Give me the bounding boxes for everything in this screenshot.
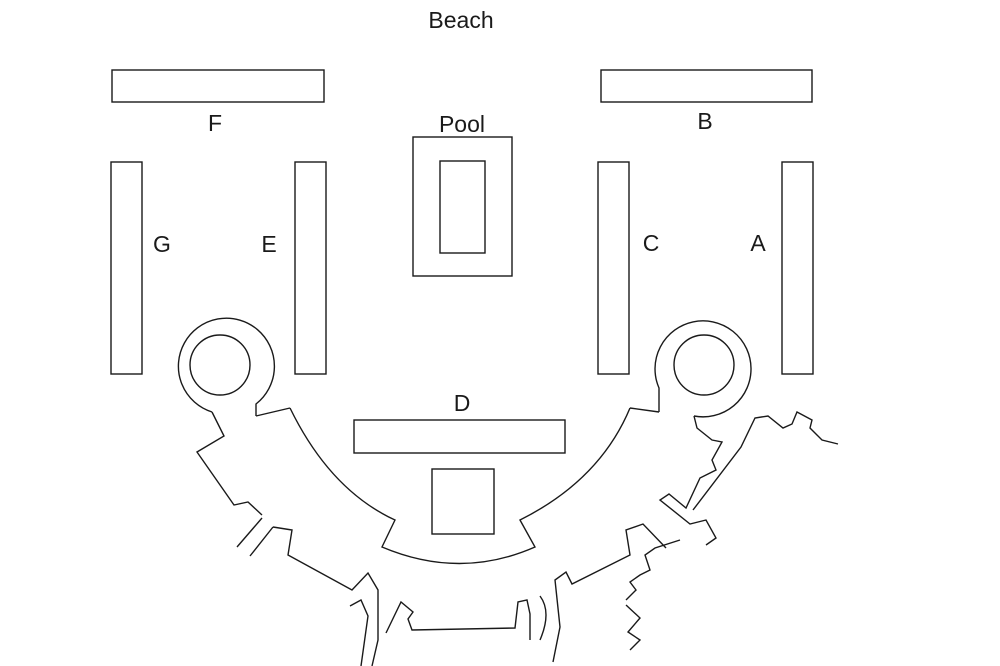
left-tower: [177, 317, 276, 416]
building-d-label: D: [454, 390, 471, 416]
building-c-label: C: [643, 230, 660, 256]
pool-label: Pool: [439, 111, 485, 137]
building-g[interactable]: [110, 161, 143, 375]
building-c[interactable]: [597, 161, 630, 375]
pool-deck[interactable]: [412, 136, 513, 277]
right-wing-stub: [625, 539, 681, 601]
main-hotel-arc-link-right: [629, 407, 660, 413]
building-a-label: A: [750, 230, 766, 256]
central-square[interactable]: [431, 468, 495, 535]
building-a[interactable]: [781, 161, 814, 375]
right-tower-inner: [673, 334, 735, 396]
right-wing-outer: [692, 411, 839, 511]
right-wing-stub-2: [625, 604, 642, 651]
building-b[interactable]: [600, 69, 813, 103]
left-wing-stub: [236, 517, 263, 548]
building-f-label: F: [208, 110, 222, 136]
building-g-label: G: [153, 231, 171, 257]
building-e-label: E: [261, 231, 276, 257]
left-wing-lower: [272, 526, 379, 666]
building-e[interactable]: [294, 161, 327, 375]
left-wing-upper: [195, 411, 263, 516]
lower-center: [385, 599, 531, 640]
building-f[interactable]: [111, 69, 325, 103]
building-b-label: B: [697, 108, 712, 134]
left-wing-stub-2: [249, 526, 274, 557]
lower-center-stub: [539, 595, 547, 641]
building-d[interactable]: [353, 419, 566, 454]
left-tower-inner: [189, 334, 251, 396]
left-wing-inner: [349, 599, 369, 666]
beach-label: Beach: [428, 7, 493, 33]
pool-basin: [439, 160, 486, 254]
right-tower: [654, 320, 752, 418]
main-hotel-arc-outer: [289, 407, 631, 565]
right-wing-lower: [552, 523, 667, 663]
right-wing-upper: [658, 415, 724, 546]
main-hotel-arc-link-left: [255, 407, 291, 417]
